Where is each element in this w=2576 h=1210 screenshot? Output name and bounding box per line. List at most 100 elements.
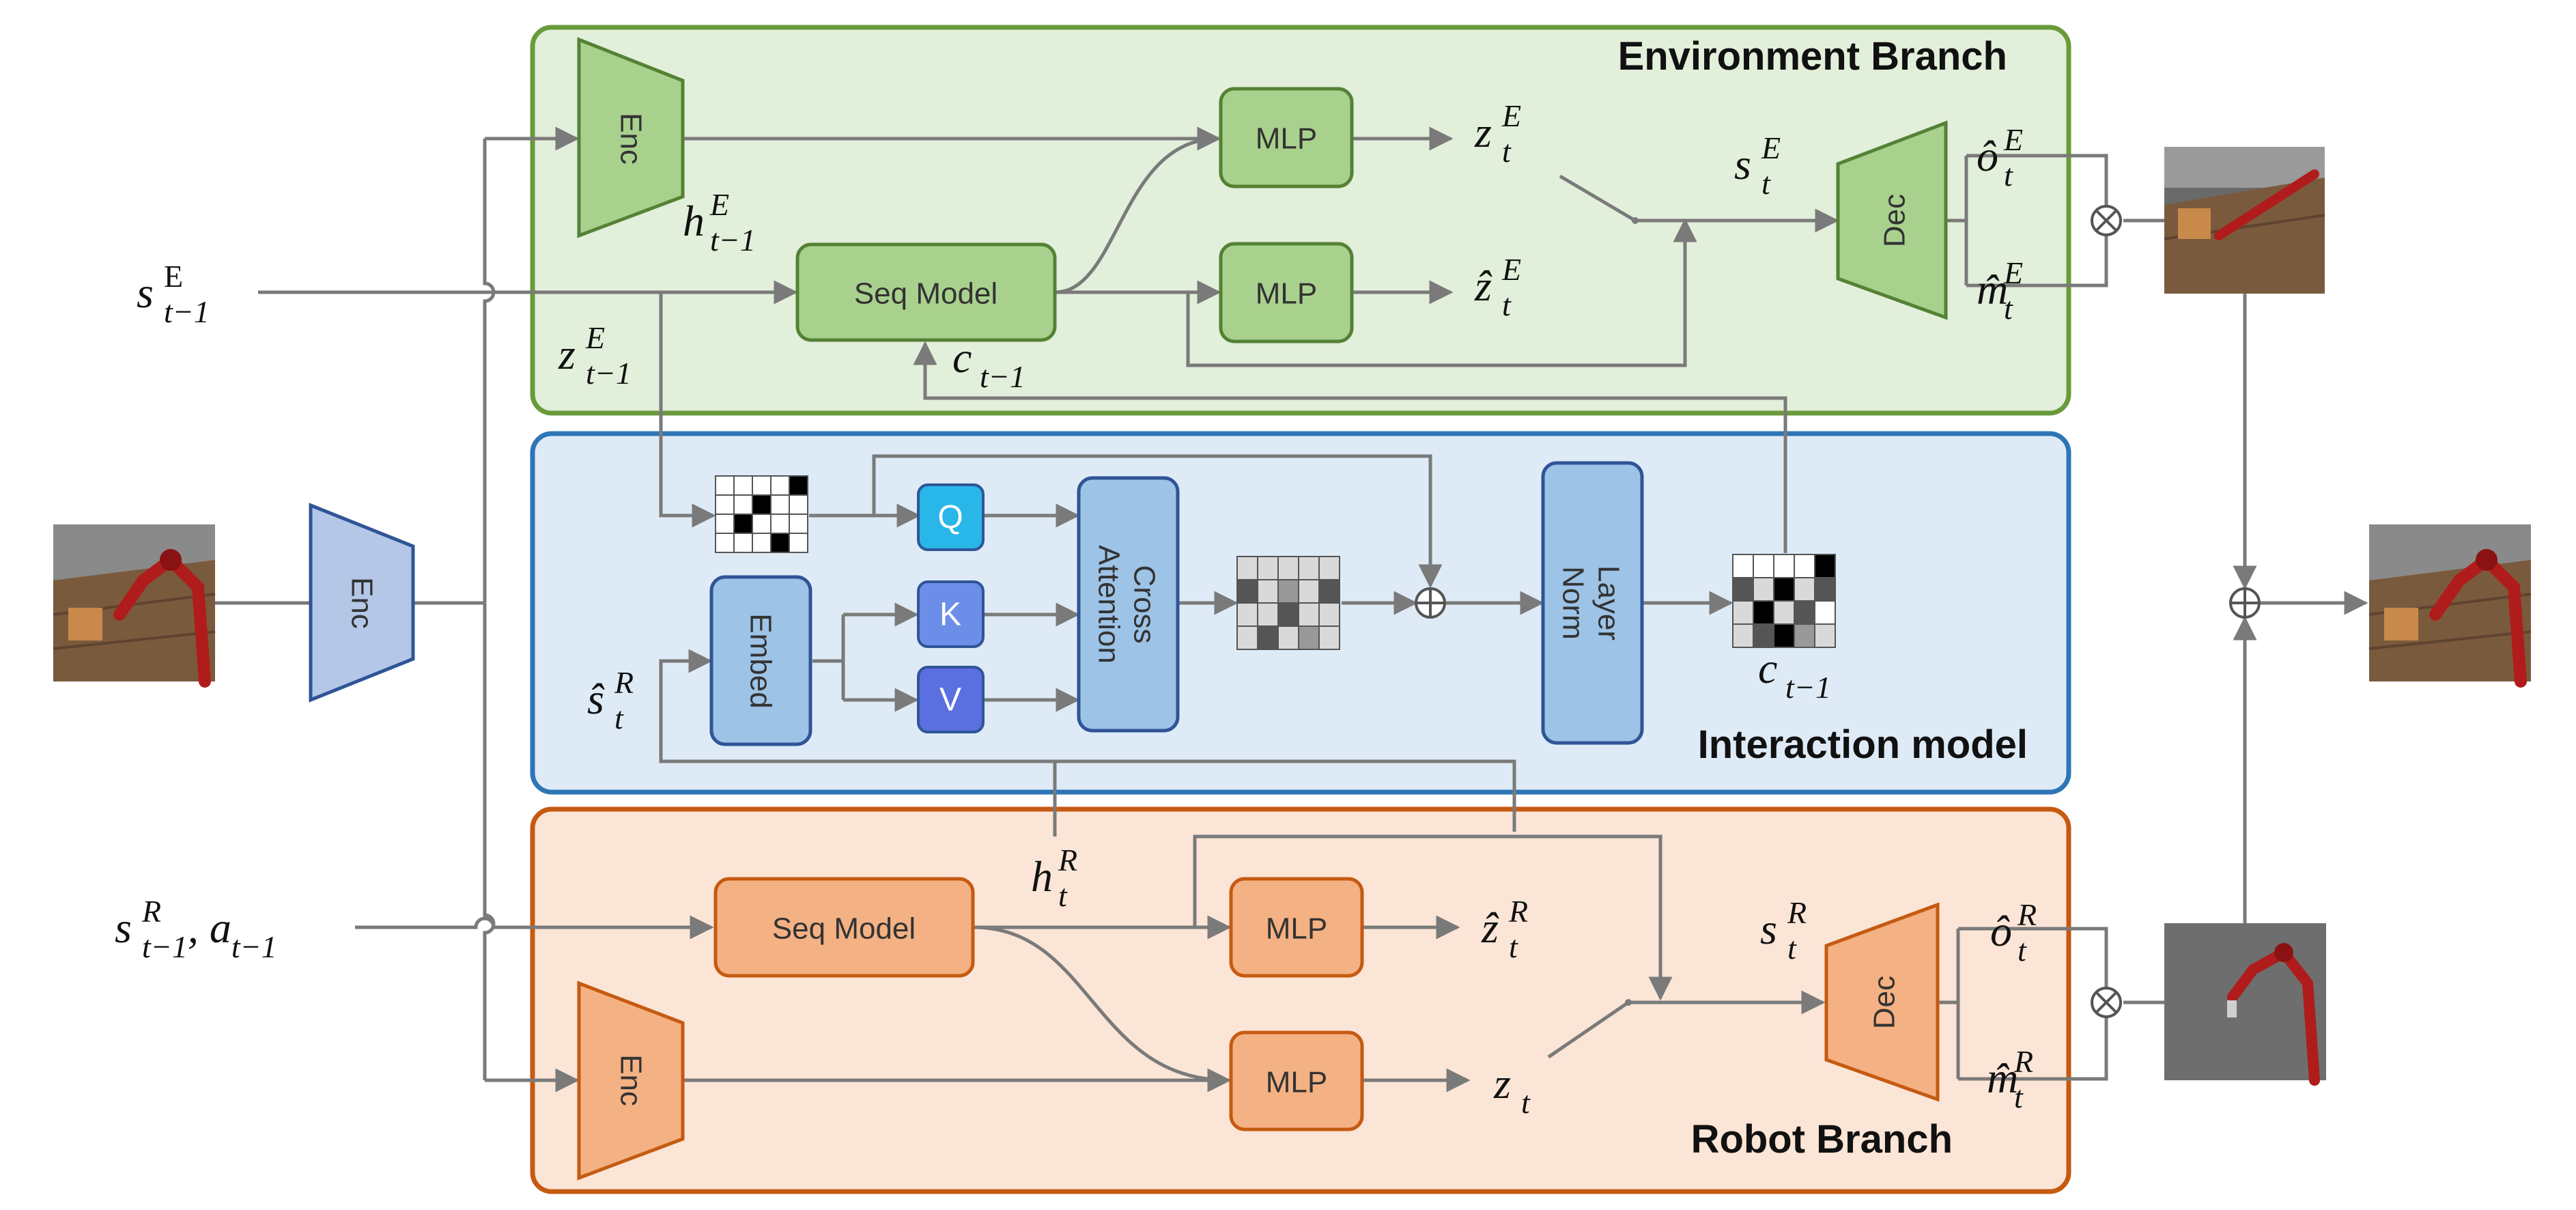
robot-encoder-label: Enc	[614, 1054, 648, 1106]
robot-mlp-bottom: MLP	[1229, 1030, 1364, 1131]
matrix-cell	[733, 533, 753, 553]
matrix-cell	[1753, 600, 1774, 625]
matrix-cell	[1236, 625, 1258, 650]
attention-output-matrix	[1236, 556, 1340, 650]
env-decoder: Dec	[1836, 120, 1948, 320]
env-mlp-bottom: MLP	[1219, 242, 1354, 343]
matrix-cell	[1732, 623, 1754, 648]
matrix-cell	[733, 513, 753, 534]
matrix-cell	[1794, 600, 1815, 625]
robot-seq-model-label: Seq Model	[772, 912, 916, 946]
query-token-matrix	[715, 475, 808, 553]
query-block: Q	[917, 483, 985, 551]
interaction-add-op	[1415, 587, 1446, 619]
robot-decoder: Dec	[1824, 902, 1940, 1102]
matrix-cell	[789, 475, 808, 496]
query-label: Q	[937, 500, 963, 536]
matrix-cell	[752, 494, 772, 515]
matrix-cell	[1773, 623, 1795, 648]
value-label: V	[939, 682, 961, 718]
robot-output-image	[2164, 923, 2326, 1086]
matrix-cell	[1732, 554, 1754, 578]
robot-branch-title: Robot Branch	[1691, 1117, 1953, 1162]
environment-branch-title: Environment Branch	[1618, 34, 2007, 79]
input-encoder-label: Enc	[345, 577, 379, 629]
env-seq-model-label: Seq Model	[854, 277, 997, 311]
matrix-cell	[1257, 625, 1279, 650]
cross-attention-label-1: Cross	[1128, 565, 1161, 644]
composite-add-op	[2229, 587, 2261, 619]
matrix-cell	[1794, 623, 1815, 648]
matrix-cell	[1814, 623, 1836, 648]
matrix-cell	[770, 494, 790, 515]
matrix-cell	[1257, 556, 1279, 580]
matrix-cell	[1318, 625, 1340, 650]
matrix-cell	[1298, 579, 1320, 604]
layer-norm-label-2: Norm	[1557, 566, 1590, 640]
matrix-cell	[1753, 577, 1774, 602]
env-decoder-label: Dec	[1878, 194, 1912, 247]
matrix-cell	[1257, 579, 1279, 604]
matrix-cell	[1298, 556, 1320, 580]
env-output-image	[2164, 147, 2325, 294]
robot-mlp-top: MLP	[1229, 877, 1364, 978]
matrix-cell	[1277, 579, 1299, 604]
matrix-cell	[1236, 602, 1258, 627]
matrix-cell	[1794, 577, 1815, 602]
matrix-cell	[770, 475, 790, 496]
cross-attention-block: Cross Attention	[1077, 476, 1180, 733]
matrix-cell	[715, 513, 735, 534]
value-block: V	[917, 666, 985, 733]
matrix-cell	[1298, 625, 1320, 650]
input-encoder: Enc	[309, 503, 415, 703]
layer-norm-block: Layer Norm	[1541, 461, 1644, 745]
robot-encoder: Enc	[577, 981, 685, 1181]
env-mlp-top-label: MLP	[1256, 122, 1317, 156]
matrix-cell	[733, 475, 753, 496]
matrix-cell	[1277, 625, 1299, 650]
matrix-cell	[1773, 577, 1795, 602]
matrix-cell	[770, 533, 790, 553]
input-scene-image	[53, 524, 216, 688]
matrix-cell	[1236, 556, 1258, 580]
env-encoder-label: Enc	[614, 113, 648, 165]
context-output-matrix	[1732, 554, 1836, 648]
matrix-cell	[789, 533, 808, 553]
env-encoder: Enc	[577, 37, 685, 238]
matrix-cell	[1277, 602, 1299, 627]
matrix-cell	[1236, 579, 1258, 604]
env-mlp-bottom-label: MLP	[1256, 277, 1317, 311]
matrix-cell	[752, 475, 772, 496]
robot-decoder-label: Dec	[1868, 976, 1901, 1029]
interaction-model-title: Interaction model	[1698, 722, 2028, 767]
matrix-cell	[1318, 556, 1340, 580]
matrix-cell	[1753, 554, 1774, 578]
robot-mlp-bottom-label: MLP	[1266, 1066, 1327, 1099]
key-label: K	[939, 597, 961, 633]
matrix-cell	[1732, 577, 1754, 602]
matrix-cell	[1753, 623, 1774, 648]
matrix-cell	[1814, 577, 1836, 602]
matrix-cell	[1773, 554, 1795, 578]
matrix-cell	[715, 475, 735, 496]
matrix-cell	[1794, 554, 1815, 578]
embed-label: Embed	[744, 613, 778, 708]
matrix-cell	[1318, 579, 1340, 604]
